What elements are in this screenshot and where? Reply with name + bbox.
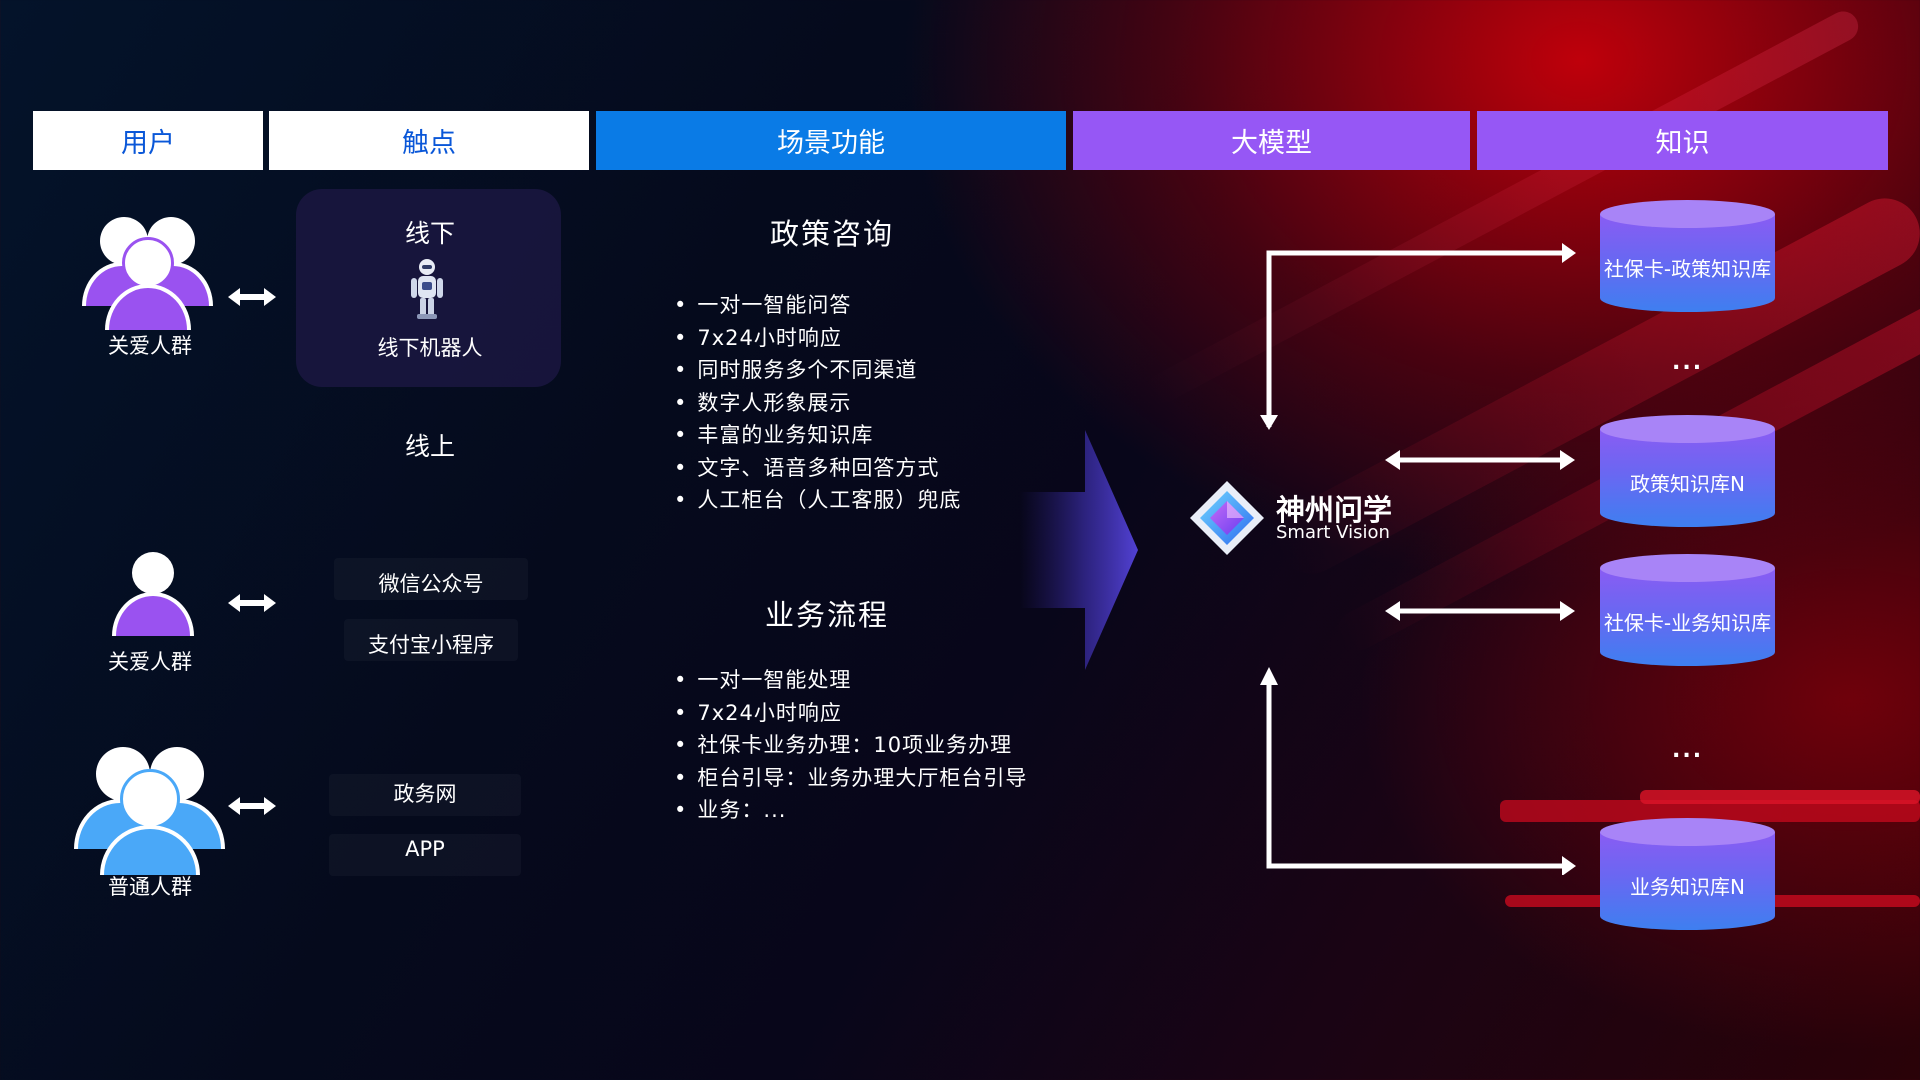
background-shape xyxy=(1500,800,1920,822)
knowledge-base-label: 政策知识库N xyxy=(1630,472,1745,496)
policy-feature-list: 一对一智能问答 7x24小时响应 同时服务多个不同渠道 数字人形象展示 丰富的业… xyxy=(674,289,961,517)
care-person-icon xyxy=(112,552,194,636)
header-user: 用户 xyxy=(33,111,263,170)
list-item: 7x24小时响应 xyxy=(674,322,961,355)
knowledge-base-label: 业务知识库N xyxy=(1630,875,1745,899)
wechat-label: 微信公众号 xyxy=(378,572,484,596)
list-item: 一对一智能处理 xyxy=(674,664,1027,697)
user-label: 关爱人群 xyxy=(108,334,192,358)
list-item: 同时服务多个不同渠道 xyxy=(674,354,961,387)
gov-portal-label: 政务网 xyxy=(393,782,457,806)
list-item: 文字、语音多种回答方式 xyxy=(674,452,961,485)
cylinder-body xyxy=(1600,214,1775,312)
knowledge-base-cylinder: 政策知识库N xyxy=(1600,415,1775,531)
knowledge-base-label: 社保卡-业务知识库 xyxy=(1603,611,1772,635)
list-item: 丰富的业务知识库 xyxy=(674,419,961,452)
process-title: 业务流程 xyxy=(765,598,890,632)
knowledge-base-cylinder: 业务知识库N xyxy=(1600,818,1775,934)
cylinder-top xyxy=(1600,818,1775,846)
general-group-icon xyxy=(72,745,227,875)
cylinder-top xyxy=(1600,200,1775,228)
smart-vision-logo-icon xyxy=(1190,481,1264,555)
person-head xyxy=(122,237,174,289)
robot-icon xyxy=(411,259,443,319)
person-body xyxy=(112,592,194,636)
knowledge-base-cylinder: 社保卡-政策知识库 xyxy=(1600,200,1775,316)
alipay-label: 支付宝小程序 xyxy=(368,633,494,657)
list-item: 柜台引导：业务办理大厅柜台引导 xyxy=(674,762,1027,795)
cylinder-body xyxy=(1600,568,1775,666)
list-item: 人工柜台（人工客服）兜底 xyxy=(674,484,961,517)
header-scenario: 场景功能 xyxy=(596,111,1066,170)
ellipsis: ... xyxy=(1672,350,1704,375)
cylinder-body xyxy=(1600,832,1775,930)
connector-lines xyxy=(1260,243,1576,875)
list-item: 社保卡业务办理：10项业务办理 xyxy=(674,729,1027,762)
app-label: APP xyxy=(405,837,445,861)
flow-arrow-icon xyxy=(1020,430,1138,670)
person-head xyxy=(132,552,174,594)
user-label: 普通人群 xyxy=(108,875,192,899)
person-head xyxy=(120,769,180,829)
model-name: 神州问学 xyxy=(1276,493,1393,527)
list-item: 数字人形象展示 xyxy=(674,387,961,420)
knowledge-base-cylinder: 社保卡-业务知识库 xyxy=(1600,554,1775,670)
double-arrow-icon xyxy=(228,797,276,815)
double-arrow-icon xyxy=(228,288,276,306)
user-label: 关爱人群 xyxy=(108,650,192,674)
cylinder-body xyxy=(1600,429,1775,527)
ellipsis: ... xyxy=(1672,738,1704,763)
offline-robot-label: 线下机器人 xyxy=(377,336,483,360)
header-model: 大模型 xyxy=(1073,111,1470,170)
policy-title: 政策咨询 xyxy=(770,217,895,251)
list-item: 7x24小时响应 xyxy=(674,697,1027,730)
header-knowledge: 知识 xyxy=(1477,111,1888,170)
model-subtitle: Smart Vision xyxy=(1276,522,1390,543)
cylinder-top xyxy=(1600,415,1775,443)
process-feature-list: 一对一智能处理 7x24小时响应 社保卡业务办理：10项业务办理 柜台引导：业务… xyxy=(674,664,1027,827)
cylinder-top xyxy=(1600,554,1775,582)
offline-label: 线下 xyxy=(404,219,455,248)
background-shape xyxy=(1640,790,1920,804)
knowledge-base-label: 社保卡-政策知识库 xyxy=(1603,257,1772,281)
header-touchpoint: 触点 xyxy=(269,111,589,170)
double-arrow-icon xyxy=(228,594,276,612)
care-group-icon xyxy=(80,215,215,330)
list-item: 业务：... xyxy=(674,794,1027,827)
list-item: 一对一智能问答 xyxy=(674,289,961,322)
online-label: 线上 xyxy=(404,432,455,461)
